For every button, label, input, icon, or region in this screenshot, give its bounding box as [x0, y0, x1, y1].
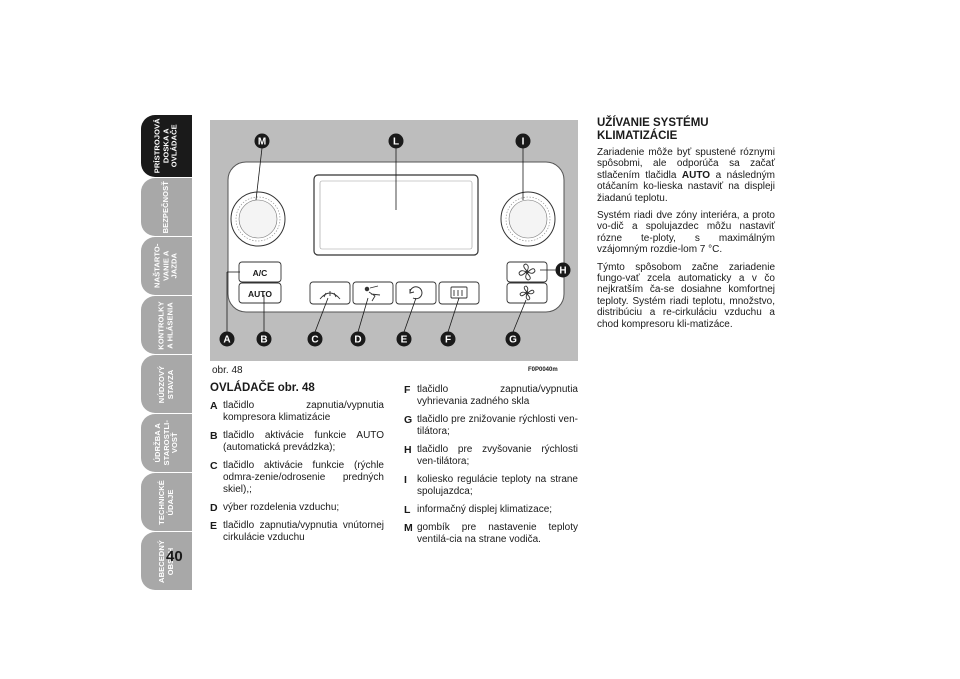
tab-label: TECHNICKÉ ÚDAJE — [157, 479, 175, 525]
tab-udrzba[interactable]: ÚDRŽBA A STAROSTLI- VOSŤ — [141, 414, 192, 472]
figure-caption: obr. 48 — [212, 365, 243, 376]
side-tab-bar: PRÍSTROJOVÁ DOSKA A OVLÁDAČE BEZPEČNOSŤ … — [141, 115, 192, 591]
callout-h: H — [555, 262, 571, 278]
callout-b: B — [256, 331, 272, 347]
tab-pristrojova-doska[interactable]: PRÍSTROJOVÁ DOSKA A OVLÁDAČE — [141, 115, 192, 177]
paragraph-3: Týmto spôsobom začne zariadenie fungo-va… — [597, 261, 775, 330]
tab-technicke-udaje[interactable]: TECHNICKÉ ÚDAJE — [141, 473, 192, 531]
recirculation-button — [395, 281, 437, 305]
legend-item: D výber rozdelenia vzduchu; — [210, 502, 340, 514]
fan-down-icon — [519, 285, 535, 301]
page-number: 40 — [166, 548, 183, 565]
front-defrost-icon — [319, 291, 341, 300]
svg-text:E: E — [401, 335, 408, 346]
section-body: Zariadenie môže byť spustené róznymi spô… — [597, 147, 775, 336]
tab-bezpecnost[interactable]: BEZPEČNOSŤ — [141, 178, 192, 236]
climate-panel-illustration: A/C AUTO — [219, 133, 571, 347]
svg-text:M: M — [258, 137, 266, 148]
callout-f: F — [440, 331, 456, 347]
auto-keyword: AUTO — [681, 169, 711, 181]
legend-title: OVLÁDAČE obr. 48 — [210, 382, 315, 394]
callout-leader-lines — [226, 147, 562, 333]
tab-nastartovanie[interactable]: NAŠTARTO- VANIE A JAZDA — [141, 237, 192, 295]
tab-kontrolky[interactable]: KONTROLKY A HLÁSENIA — [141, 296, 192, 354]
air-distribution-button — [352, 281, 394, 305]
rear-defrost-button — [438, 281, 480, 305]
tab-label: ÚDRŽBA A STAROSTLI- VOSŤ — [152, 420, 179, 466]
svg-text:H: H — [559, 266, 566, 277]
tab-abecedny-obsah[interactable]: ABECEDNÝ OBSAH — [141, 532, 192, 590]
climate-panel-figure: A/C AUTO — [210, 120, 578, 361]
recirculation-icon — [409, 286, 423, 300]
tab-label: KONTROLKY A HLÁSENIA — [157, 300, 175, 350]
callout-i: I — [515, 133, 531, 149]
tab-label: PRÍSTROJOVÁ DOSKA A OVLÁDAČE — [152, 118, 179, 174]
callout-g: G — [505, 331, 521, 347]
svg-text:F: F — [445, 335, 451, 346]
callout-markers: M L I H A B C D E F G — [219, 133, 571, 347]
paragraph-2: Systém riadi dve zóny interiéra, a proto… — [597, 210, 775, 256]
svg-text:I: I — [522, 137, 525, 148]
svg-text:B: B — [260, 335, 267, 346]
svg-text:A: A — [223, 335, 230, 346]
svg-text:C: C — [311, 335, 318, 346]
tab-label: NAŠTARTO- VANIE A JAZDA — [152, 243, 179, 289]
auto-button-label: AUTO — [248, 289, 272, 299]
driver-temperature-knob-icon — [230, 191, 286, 247]
ac-button-label: A/C — [253, 268, 268, 278]
callout-c: C — [307, 331, 323, 347]
auto-button — [238, 282, 282, 304]
fan-up-icon — [518, 263, 536, 281]
callout-e: E — [396, 331, 412, 347]
tab-label: BEZPEČNOSŤ — [161, 180, 171, 234]
tab-nudzovy-stav[interactable]: NÚDZOVÝ STAVZA — [141, 355, 192, 413]
tab-label: NÚDZOVÝ STAVZA — [157, 365, 175, 403]
svg-text:G: G — [509, 335, 517, 346]
callout-d: D — [350, 331, 366, 347]
section-title: UŽÍVANIE SYSTÉMU KLIMATIZÁCIE — [597, 117, 709, 142]
svg-text:L: L — [393, 137, 399, 148]
passenger-temperature-knob-icon — [500, 191, 556, 247]
callout-a: A — [219, 331, 235, 347]
callout-m: M — [254, 133, 270, 149]
figure-code: F0P0040m — [528, 367, 558, 373]
callout-l: L — [388, 133, 404, 149]
paragraph-1: Zariadenie môže byť spustené róznymi spô… — [597, 147, 775, 204]
svg-text:D: D — [354, 335, 361, 346]
air-distribution-icon — [364, 285, 381, 302]
